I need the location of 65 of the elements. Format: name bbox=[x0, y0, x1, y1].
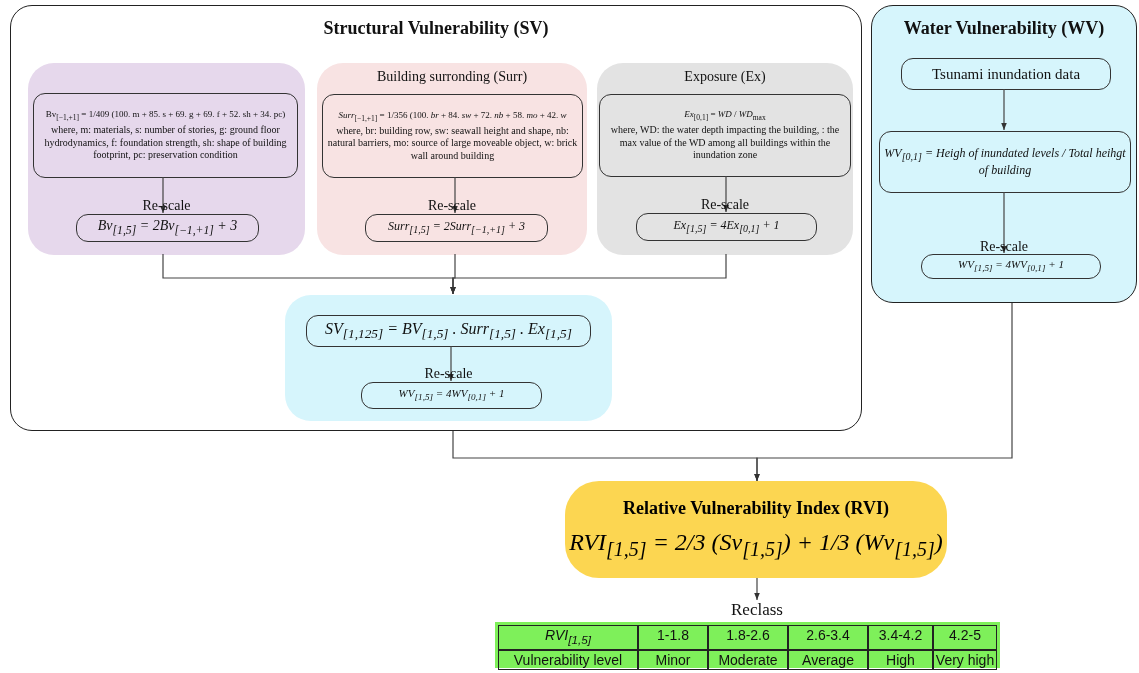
table-cell: Vulnerability level bbox=[498, 649, 638, 670]
formula-text: Ex$_{[0,1]}$ = WD / WD$_{max}$ bbox=[684, 109, 766, 123]
formula-box bbox=[306, 315, 591, 347]
table-cell: 4.2-5 bbox=[933, 625, 997, 650]
table-cell: Very high bbox=[933, 649, 997, 670]
group-panel bbox=[871, 5, 1137, 303]
table-cell: 2.6-3.4 bbox=[788, 625, 868, 650]
formula-box bbox=[365, 214, 548, 242]
step-label: Re-scale bbox=[141, 198, 192, 214]
index-box bbox=[565, 481, 947, 578]
table-cell: High bbox=[868, 649, 933, 670]
table-cell: Minor bbox=[638, 649, 708, 670]
connector-arrow bbox=[754, 577, 760, 601]
formula-text: Surr$_{[−1,+1]}$ = 1/356 (100. br + 84. sw + 72. nb + 58. mo + 42. w bbox=[338, 109, 567, 123]
panel-title: Structural Vulnerability (SV) bbox=[322, 18, 550, 39]
connector-arrow bbox=[1001, 191, 1007, 254]
formula-text: WV$_{[1,5]}$ = 4WV$_{[0,1]}$ + 1 bbox=[958, 258, 1064, 275]
group-panel bbox=[597, 63, 853, 255]
formula-box bbox=[921, 254, 1101, 279]
table-cell: 1-1.8 bbox=[638, 625, 708, 650]
connector-arrow bbox=[754, 302, 1013, 482]
formula-box bbox=[361, 382, 542, 409]
group-panel bbox=[10, 5, 862, 431]
connector-arrow bbox=[452, 176, 458, 214]
formula-box bbox=[322, 94, 583, 178]
formula-text: RVI$_{[1,5]}$ = 2/3 (Sv$_{[1,5]}$) + 1/3 (Wv$_{[1,5]}$) bbox=[569, 529, 943, 561]
connector-arrow bbox=[448, 345, 454, 382]
formula-text: WV$_{[0,1]}$ = Heigh of inundated levels / Total heihgt of building bbox=[884, 145, 1126, 179]
formula-box bbox=[879, 131, 1131, 193]
formula-text: SV$_{[1,125]}$ = BV$_{[1,5]}$ . Surr$_{[1,5]}$ . Ex$_{[1,5]}$ bbox=[325, 319, 572, 343]
table-cell: 3.4-4.2 bbox=[868, 625, 933, 650]
group-panel bbox=[28, 63, 305, 255]
table-cell: Moderate bbox=[708, 649, 788, 670]
definition-text: where, br: building row, sw: seawall height and shape, nb: natural barriers, mo: source of large moveable object, w: brick wall around building bbox=[327, 124, 578, 163]
formula-text: Surr$_{[1,5]}$ = 2Surr$_{[−1,+1]}$ + 3 bbox=[388, 219, 525, 237]
formula-box bbox=[33, 93, 298, 178]
group-panel bbox=[285, 295, 612, 421]
definition-text: where, WD: the water depth impacting the building, : the max value of the WD among all buildings within the inundation zone bbox=[609, 124, 841, 162]
connector-arrow bbox=[1001, 88, 1007, 131]
step-label: Reclass bbox=[731, 600, 783, 620]
group-panel bbox=[317, 63, 587, 255]
panel-title: Exposure (Ex) bbox=[683, 69, 767, 85]
table-cell: 1.8-2.6 bbox=[708, 625, 788, 650]
index-title: Relative Vulnerability Index (RVI) bbox=[623, 498, 889, 520]
formula-box bbox=[76, 214, 259, 242]
panel-title: Building surronding (Surr) bbox=[375, 69, 529, 85]
step-label: Re-scale bbox=[699, 197, 751, 213]
connector-arrow bbox=[160, 176, 166, 214]
formula-text: Bv$_{[−1,+1]}$ = 1/409 (100. m + 85. s + 69. g + 69. f + 52. sh + 34. pc) bbox=[45, 109, 286, 123]
panel-title: Water Vulnerability (WV) bbox=[902, 18, 1106, 39]
formula-text: WV$_{[1,5]}$ = 4WV$_{[0,1]}$ + 1 bbox=[398, 387, 505, 404]
step-label: Re-scale bbox=[423, 366, 474, 382]
definition-text: where, m: materials, s: number of stories, g: ground floor hydrodynamics, f: foundation strength, sh: shape of building footprint, pc: preservation condition bbox=[43, 124, 288, 162]
step-label: Re-scale bbox=[426, 198, 478, 214]
formula-box bbox=[901, 58, 1111, 90]
formula-text: Ex$_{[1,5]}$ = 4Ex$_{[0,1]}$ + 1 bbox=[673, 218, 780, 236]
table-cell: Average bbox=[788, 649, 868, 670]
connector-arrow bbox=[723, 175, 729, 213]
connector-arrow bbox=[450, 253, 727, 295]
table-cell: RVI$_{[1,5]}$ bbox=[498, 625, 638, 650]
formula-box bbox=[599, 94, 851, 177]
formula-text: Bv$_{[1,5]}$ = 2Bv$_{[−1,+1]}$ + 3 bbox=[97, 217, 238, 239]
formula-text: Tsunami inundation data bbox=[931, 64, 1081, 84]
step-label: Re-scale bbox=[978, 239, 1030, 255]
formula-box bbox=[636, 213, 817, 241]
